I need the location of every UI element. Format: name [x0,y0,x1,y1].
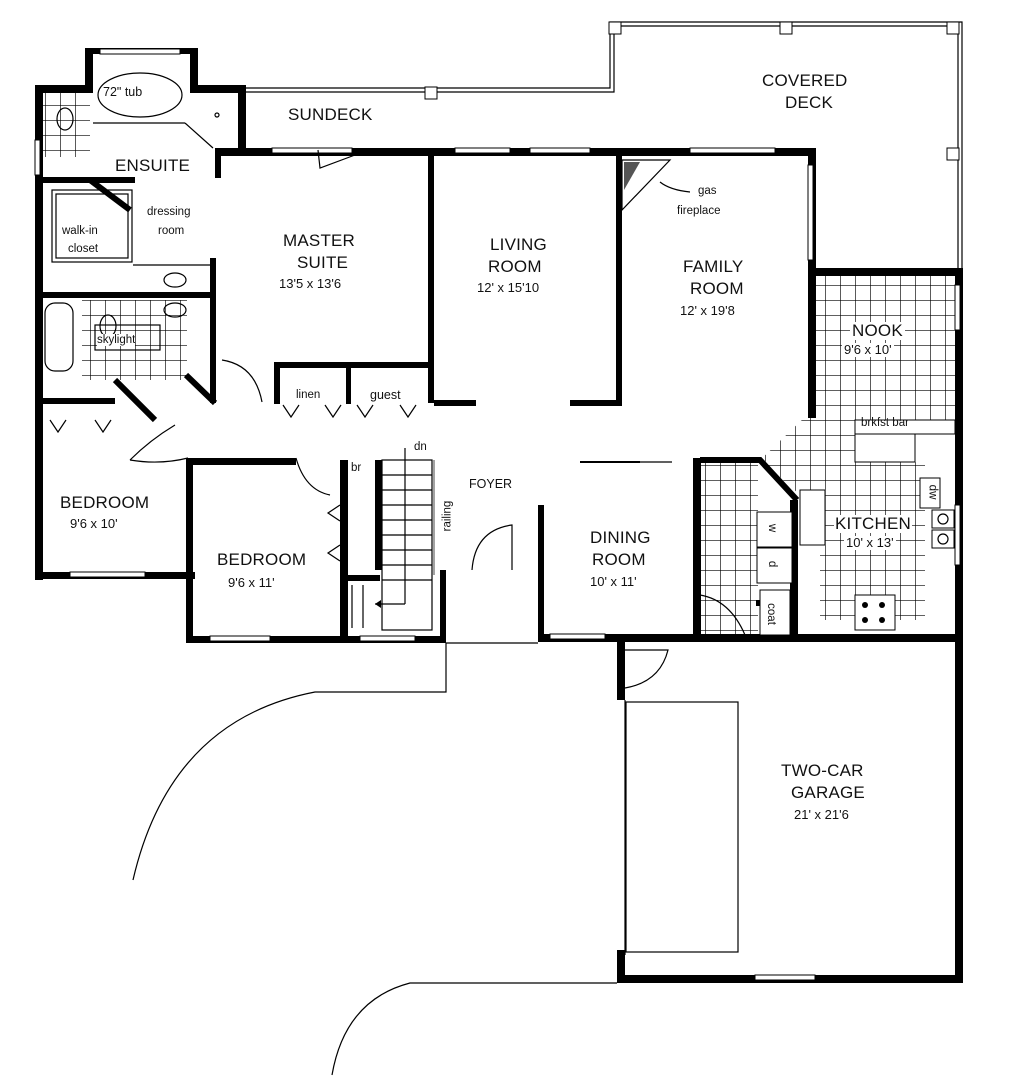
coat-closet-label: coat [764,603,777,625]
skylight-label: skylight [97,334,136,347]
dining-room-label-line2: ROOM [592,550,646,569]
bedroom-2-dims: 9'6 x 11' [228,575,275,590]
dryer-label: d [766,560,779,568]
nook-dims: 9'6 x 10' [842,342,894,357]
master-suite-dims: 13'5 x 13'6 [279,276,342,291]
driveway [132,642,617,1076]
family-room-label-line1: FAMILY [683,257,744,276]
living-room-label-line1: LIVING [490,235,547,254]
dishwasher-label: dw [926,484,939,500]
dressing-room-label-line2: room [158,225,185,237]
diagonal-walls [88,177,800,503]
sundeck-label: SUNDECK [288,105,373,124]
walk-in-closet-label-line2: closet [68,243,99,255]
broom-closet-label: br [351,462,362,475]
washer-label: w [766,523,779,533]
master-suite-label-line1: MASTER [283,231,356,250]
dining-room-label-line1: DINING [590,528,651,547]
breakfast-bar-label: brkfst bar [861,417,909,429]
kitchen-dims: 10' x 13' [844,535,896,550]
deck-outline [245,21,963,272]
kitchen-label: KITCHEN [834,514,913,533]
stairs-down-label: dn [414,441,427,453]
garage-label-line1: TWO-CAR [781,761,864,780]
covered-deck-label-line1: COVERED [762,71,848,90]
dressing-room-label-line1: dressing [147,206,191,218]
linen-closet-label: linen [296,389,321,401]
garage-dims: 21' x 21'6 [794,807,849,822]
foyer-label: FOYER [469,477,513,491]
nook-label: NOOK [850,321,905,340]
gas-fireplace-label-line2: fireplace [677,205,721,217]
ensuite-label: ENSUITE [115,156,191,175]
railing-label: railing [441,500,454,532]
gas-fireplace-label-line1: gas [698,185,717,197]
living-room-dims: 12' x 15'10 [477,280,540,295]
staircase [351,448,435,631]
walk-in-closet-label-line1: walk-in [62,225,98,237]
family-room-label-line2: ROOM [690,279,744,298]
bedroom-1-dims: 9'6 x 10' [70,516,118,531]
guest-closet-label: guest [370,388,401,402]
master-suite-label-line2: SUITE [297,253,349,272]
covered-deck-label-line2: DECK [785,93,834,112]
fixtures [44,72,956,955]
garage-label-line2: GARAGE [791,783,865,802]
windows [34,48,961,981]
family-room-dims: 12' x 19'8 [680,303,735,318]
tub-label: 72" tub [103,85,143,99]
living-room-label-line2: ROOM [488,257,542,276]
bedroom-1-label: BEDROOM [60,493,150,512]
bedroom-2-label: BEDROOM [217,550,307,569]
dining-room-dims: 10' x 11' [590,574,637,589]
